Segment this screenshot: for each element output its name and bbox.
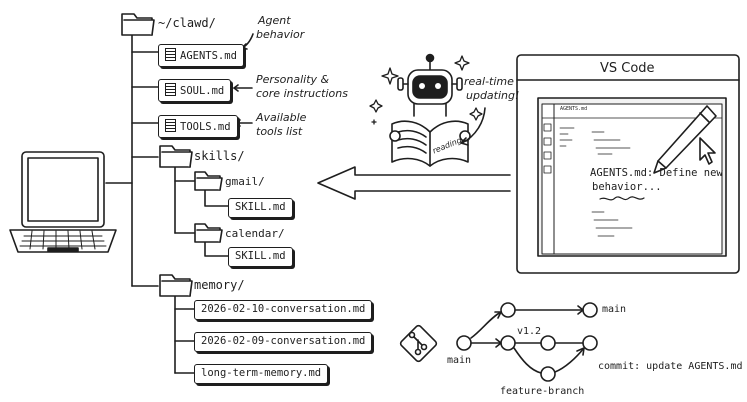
annotation-soul-1: Personality & (256, 73, 330, 86)
folder-icon-root (121, 13, 155, 36)
vscode-callout-2: behavior... (592, 181, 662, 193)
document-icon (165, 48, 176, 61)
vscode-window (516, 54, 740, 274)
calendar-folder-label: calendar/ (225, 227, 285, 240)
file-soul-md[interactable]: SOUL.md (158, 79, 232, 102)
folder-icon-calendar (194, 223, 223, 243)
gmail-folder-label: gmail/ (225, 175, 265, 188)
git-commit: commit: update AGENTS.md (598, 361, 743, 372)
annotation-agents-1: Agent (258, 14, 291, 27)
file-agents-md[interactable]: AGENTS.md (158, 44, 244, 67)
annotation-tools-2: tools list (256, 125, 303, 138)
annotation-realtime-2: updating! (466, 89, 520, 102)
folder-icon-gmail (194, 171, 223, 191)
vscode-title: VS Code (600, 61, 655, 76)
robot-icon (389, 53, 471, 167)
file-label: TOOLS.md (180, 121, 231, 133)
vscode-callout-1: AGENTS.md: Define new (590, 167, 723, 179)
big-arrow (317, 166, 511, 200)
git-main-end: main (602, 304, 627, 315)
document-icon (165, 83, 176, 96)
folder-icon-memory (159, 274, 193, 297)
skills-folder-label: skills/ (194, 149, 245, 163)
memory-folder-label: memory/ (194, 278, 245, 292)
sparkle-icons (369, 55, 483, 125)
folder-icon-skills (159, 145, 193, 168)
root-folder-label: ~/clawd/ (158, 16, 216, 30)
git-graph (456, 302, 598, 382)
file-gmail-skill-md[interactable]: SKILL.md (228, 198, 293, 218)
git-feature-branch: feature-branch (500, 386, 585, 397)
file-label: SOUL.md (180, 85, 225, 97)
cursor-icon (699, 137, 716, 165)
git-tag: v1.2 (517, 326, 542, 337)
file-label: AGENTS.md (180, 50, 237, 62)
annotation-agents-2: behavior (256, 28, 305, 41)
git-logo-icon (399, 324, 438, 363)
file-calendar-skill-md[interactable]: SKILL.md (228, 247, 293, 267)
file-long-term-memory[interactable]: long-term-memory.md (194, 364, 329, 384)
file-memory-2026-02-09[interactable]: 2026-02-09-conversation.md (194, 332, 373, 352)
vscode-tab[interactable]: AGENTS.md (560, 106, 588, 112)
file-tools-md[interactable]: TOOLS.md (158, 115, 238, 138)
pencil-icon (653, 105, 717, 174)
annotation-tools-1: Available (256, 111, 307, 124)
file-memory-2026-02-10[interactable]: 2026-02-10-conversation.md (194, 300, 373, 320)
laptop-icon (9, 151, 117, 253)
git-main-start: main (447, 355, 472, 366)
annotation-realtime-1: real-time (464, 75, 514, 88)
annotation-soul-2: core instructions (256, 87, 348, 100)
document-icon (165, 119, 176, 132)
